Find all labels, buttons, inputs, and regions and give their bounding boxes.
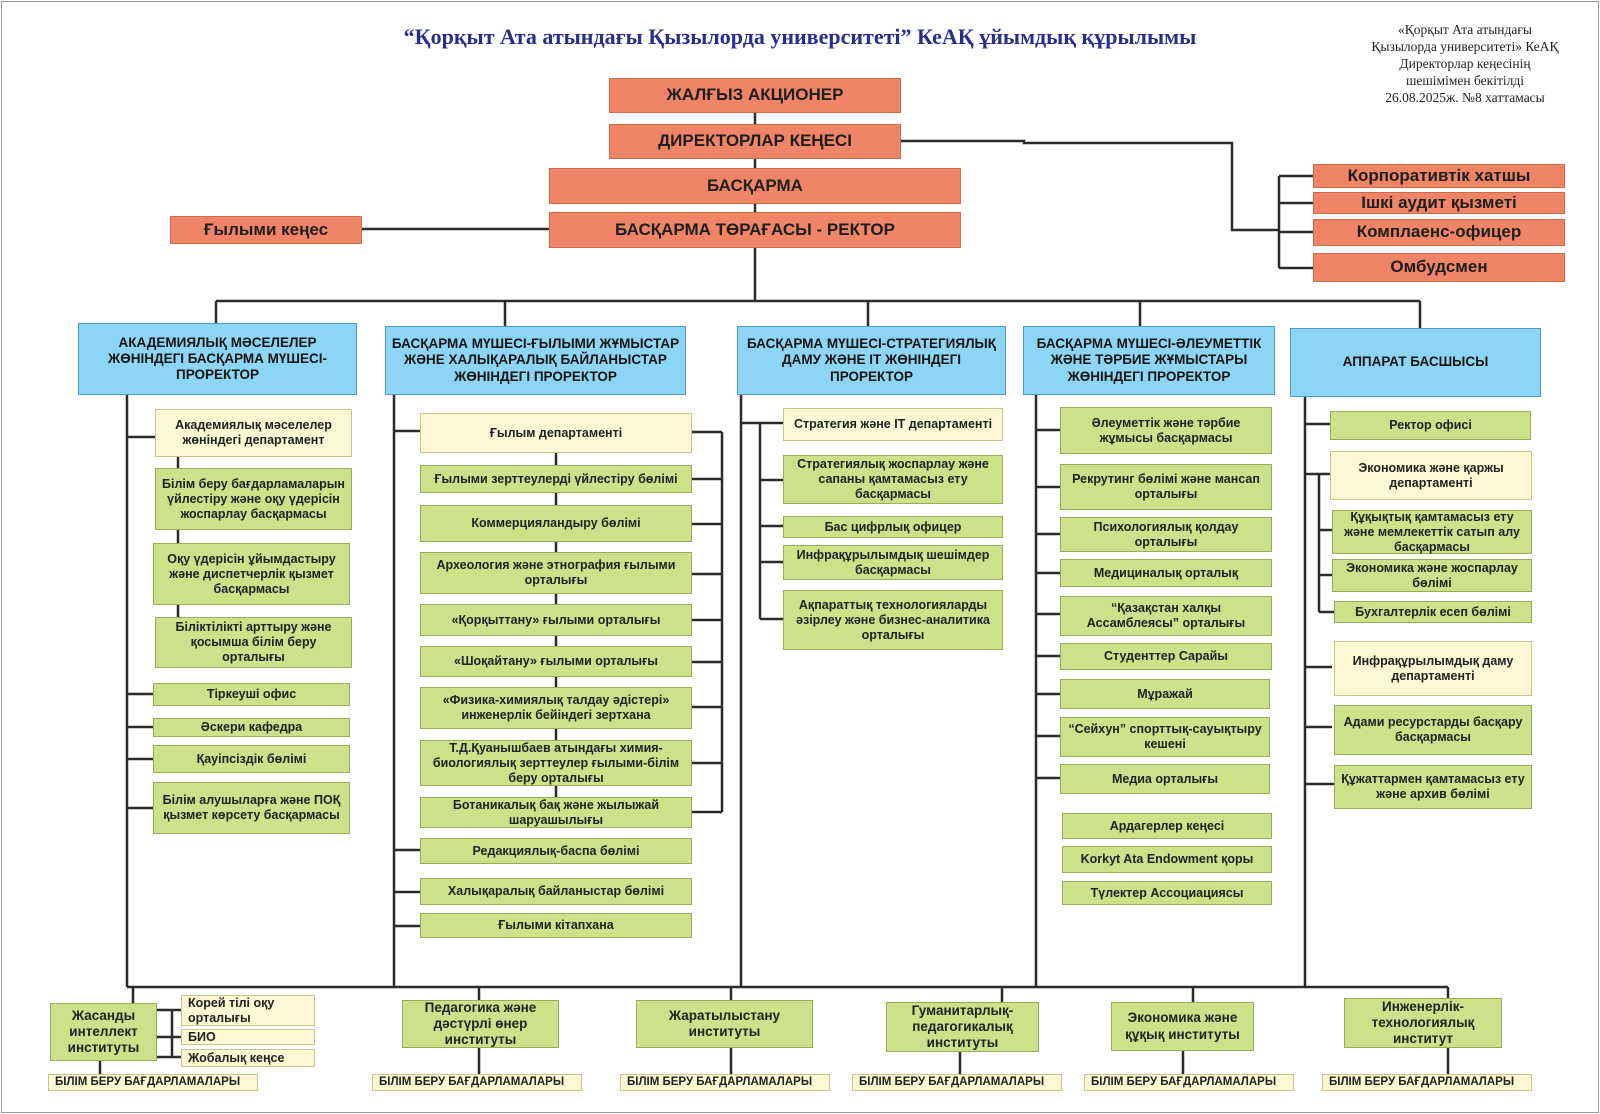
institute-box: Гуманитарлық-педагогикалық институты xyxy=(886,1002,1039,1052)
vice-rector-head: БАСҚАРМА МҮШЕСІ-СТРАТЕГИЯЛЫҚ ДАМУ ЖӘНЕ I… xyxy=(737,326,1006,395)
unit-box: Ғылыми зерттеулерді үйлестіру бөлімі xyxy=(420,465,692,493)
management-board-box: БАСҚАРМА xyxy=(549,168,961,204)
edu-programs-label: БІЛІМ БЕРУ БАҒДАРЛАМАЛАРЫ xyxy=(1322,1074,1532,1091)
institute-box: Экономика және құқық институты xyxy=(1111,1002,1254,1051)
department-box: Стратегия және IT департаменті xyxy=(783,408,1003,441)
unit-box: Білім беру бағдарламаларын үйлестіру жән… xyxy=(155,468,352,530)
unit-box: Ғылыми кітапхана xyxy=(420,913,692,938)
unit-box: Құжаттармен қамтамасыз ету және архив бө… xyxy=(1334,765,1532,809)
unit-box: “Сейхун” спорттық-сауықтыру кешені xyxy=(1060,717,1270,757)
unit-box: Ректор офисі xyxy=(1330,411,1531,440)
unit-box: Құқықтық қамтамасыз ету және мемлекеттік… xyxy=(1332,510,1532,554)
unit-box: Стратегиялық жоспарлау және сапаны қамта… xyxy=(783,455,1003,504)
approval-line: Қызылорда университеті» КеАҚ xyxy=(1371,38,1559,54)
ai-unit-box: Жобалық кеңсе xyxy=(181,1049,315,1067)
vice-rector-head: АППАРАТ БАСШЫСЫ xyxy=(1290,328,1541,397)
institute-box: Педагогика және дәстүрлі өнер институты xyxy=(402,1000,559,1048)
unit-box: Медициналық орталық xyxy=(1060,559,1272,587)
unit-box: Білім алушыларға және ПОҚ қызмет көрсету… xyxy=(153,782,350,834)
unit-box: Әлеуметтік және тәрбие жұмысы басқармасы xyxy=(1060,407,1272,454)
approval-line: 26.08.2025ж. №8 хаттамасы xyxy=(1385,89,1545,105)
unit-box: Әскери кафедра xyxy=(153,718,350,737)
unit-box: Студенттер Сарайы xyxy=(1060,643,1272,670)
edu-programs-label: БІЛІМ БЕРУ БАҒДАРЛАМАЛАРЫ xyxy=(48,1074,258,1091)
unit-box: «Физика-химиялық талдау әдістері» инжене… xyxy=(420,687,692,729)
institute-box: Жасанды интеллект институты xyxy=(50,1003,157,1061)
unit-box: Korkyt Ata Endowment қоры xyxy=(1062,846,1272,873)
edu-programs-label: БІЛІМ БЕРУ БАҒДАРЛАМАЛАРЫ xyxy=(372,1074,582,1091)
unit-box: Бас цифрлық офицер xyxy=(783,516,1003,538)
edu-programs-label: БІЛІМ БЕРУ БАҒДАРЛАМАЛАРЫ xyxy=(1084,1074,1294,1091)
ai-unit-box: Корей тілі оқу орталығы xyxy=(181,995,315,1026)
unit-box: Ботаникалық бақ және жылыжай шаруашылығы xyxy=(420,797,692,828)
board-unit-box: Ішкі аудит қызметі xyxy=(1313,192,1565,214)
unit-box: Біліктілікті арттыру және қосымша білім … xyxy=(155,617,352,668)
approval-line: Директорлар кеңесінің xyxy=(1399,55,1531,71)
vice-rector-head: АКАДЕМИЯЛЫҚ МӘСЕЛЕЛЕР ЖӨНІНДЕГІ БАСҚАРМА… xyxy=(78,323,357,395)
unit-box: Адами ресурстарды басқару басқармасы xyxy=(1334,705,1532,755)
board-unit-box: Корпоративтік хатшы xyxy=(1313,164,1565,188)
unit-box: Ақпараттық технологияларды әзірлеу және … xyxy=(783,590,1003,650)
edu-programs-label: БІЛІМ БЕРУ БАҒДАРЛАМАЛАРЫ xyxy=(620,1074,830,1091)
ai-unit-box: БИО xyxy=(181,1029,315,1045)
unit-box: Қауіпсіздік бөлімі xyxy=(153,745,350,773)
approval-line: «Қорқыт Ата атындағы xyxy=(1398,22,1532,37)
chairman-rector-box: БАСҚАРМА ТӨРАҒАСЫ - РЕКТОР xyxy=(549,212,961,248)
unit-box: Инфрақұрылымдық шешімдер басқармасы xyxy=(783,545,1003,580)
unit-box: Мұражай xyxy=(1060,679,1270,709)
unit-box: Коммерцияландыру бөлімі xyxy=(420,505,692,542)
vice-rector-head: БАСҚАРМА МҮШЕСІ-ӘЛЕУМЕТТІК ЖӘНЕ ТӘРБИЕ Ж… xyxy=(1023,326,1275,395)
unit-box: Бухгалтерлік есеп бөлімі xyxy=(1334,601,1532,623)
unit-box: Психологиялық қолдау орталығы xyxy=(1060,517,1272,552)
scientific-council-box: Ғылыми кеңес xyxy=(170,216,362,244)
department-box: Экономика және қаржы департаменті xyxy=(1330,451,1532,500)
department-box: Ғылым департаменті xyxy=(420,413,692,453)
institute-box: Инженерлік-технологиялық институт xyxy=(1344,998,1502,1048)
unit-box: Түлектер Ассоциациясы xyxy=(1062,881,1272,905)
shareholder-box: ЖАЛҒЫЗ АКЦИОНЕР xyxy=(609,78,901,113)
unit-box: «Шоқайтану» ғылыми орталығы xyxy=(420,646,692,677)
unit-box: Экономика және жоспарлау бөлімі xyxy=(1332,559,1532,592)
unit-box: Тіркеуші офис xyxy=(153,683,350,706)
unit-box: Оқу үдерісін ұйымдастыру және диспетчерл… xyxy=(153,543,350,605)
approval-note: «Қорқыт Ата атындағы Қызылорда университ… xyxy=(1340,22,1590,106)
unit-box: «Қорқыттану» ғылыми орталығы xyxy=(420,604,692,636)
unit-box: Халықаралық байланыстар бөлімі xyxy=(420,878,692,905)
unit-box: Редакциялық-баспа бөлімі xyxy=(420,838,692,864)
department-box: Инфрақұрылымдық даму департаменті xyxy=(1334,641,1532,696)
unit-box: Медиа орталығы xyxy=(1060,764,1270,794)
institute-box: Жаратылыстану институты xyxy=(636,1000,813,1048)
vice-rector-head: БАСҚАРМА МҮШЕСІ-ҒЫЛЫМИ ЖҰМЫСТАР ЖӘНЕ ХАЛ… xyxy=(385,326,686,395)
department-box: Академиялық мәселелер жөніндегі департам… xyxy=(155,409,352,457)
board-unit-box: Комплаенс-офицер xyxy=(1313,219,1565,246)
approval-line: шешімімен бекітілді xyxy=(1406,72,1524,88)
unit-box: “Қазақстан халқы Ассамблеясы” орталығы xyxy=(1060,596,1272,636)
unit-box: Археология және этнография ғылыми орталы… xyxy=(420,552,692,594)
unit-box: Ардагерлер кеңесі xyxy=(1062,813,1272,839)
unit-box: Т.Д.Қуанышбаев атындағы химия-биологиялы… xyxy=(420,740,692,786)
board-unit-box: Омбудсмен xyxy=(1313,253,1565,282)
unit-box: Рекрутинг бөлімі және мансап орталығы xyxy=(1060,464,1272,510)
board-of-directors-box: ДИРЕКТОРЛАР КЕҢЕСІ xyxy=(609,124,901,159)
chart-title: “Қорқыт Ата атындағы Қызылорда университ… xyxy=(403,24,1197,49)
edu-programs-label: БІЛІМ БЕРУ БАҒДАРЛАМАЛАРЫ xyxy=(852,1074,1062,1091)
